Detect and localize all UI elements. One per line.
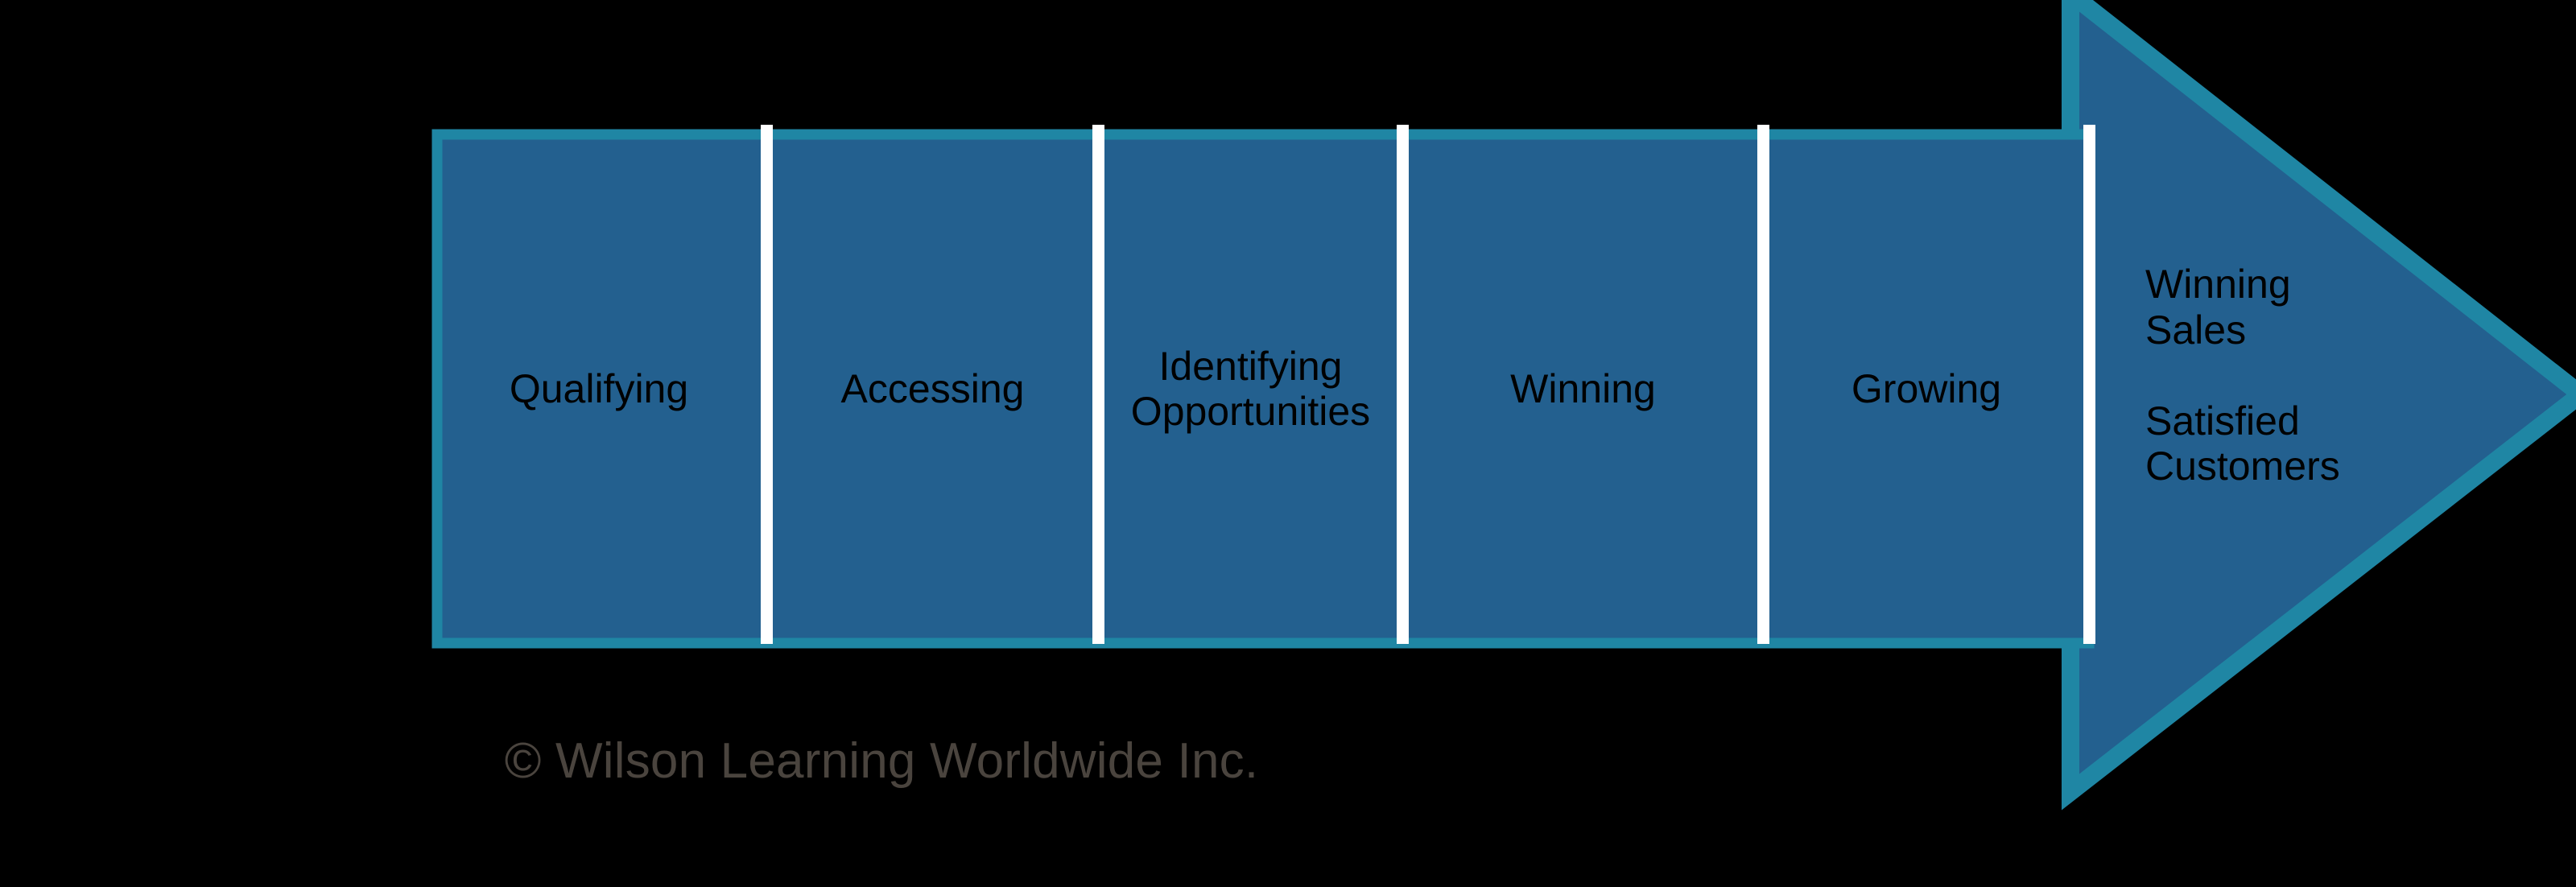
segment-divider <box>761 125 773 644</box>
segment-divider <box>2083 125 2095 644</box>
segment-divider <box>1092 125 1104 644</box>
arrowhead-shape <box>2062 0 2576 811</box>
segment-divider <box>1757 125 1769 644</box>
segment-divider <box>1397 125 1409 644</box>
arrow-shaft-shape <box>431 129 2095 649</box>
